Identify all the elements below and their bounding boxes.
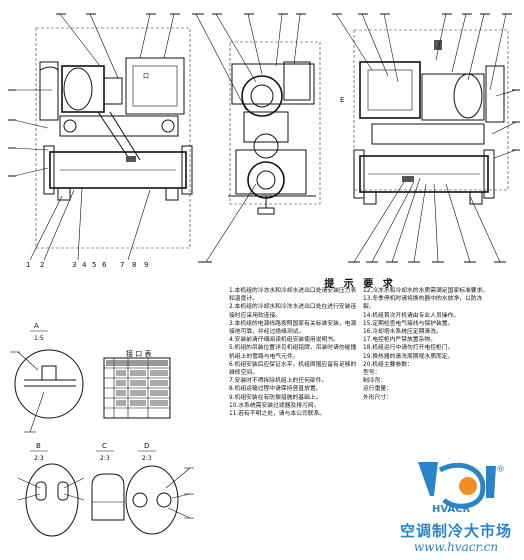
detail-a-scale: 1:5 [34, 335, 44, 342]
logo-cn-name: 空调制冷大市场 [399, 522, 512, 540]
note-line: 8.机组运输过程中请保持竖直放置。 [229, 386, 322, 393]
note-line: 2.本机组的冷却水和冷冻水进出口处在进行安装连接时应采用软连接。 [229, 304, 357, 319]
note-line: 4.安装前请仔细阅读机组安装使用说明书。 [229, 337, 339, 344]
detail-a: A 1:5 [10, 322, 84, 433]
note-line: 3.本机组的电源线路按照国家有关标准安装，电源接地可靠，并经过绝缘测试。 [229, 320, 357, 336]
note-line: 1.本机组的冷冻水和冷却水进出口处请安装压力表和温度计。 [229, 288, 357, 303]
detail-d: D 2:3 [125, 442, 194, 535]
svg-text:口: 口 [143, 73, 149, 80]
callout-7: 7 [120, 261, 124, 269]
callout-8: 8 [132, 261, 136, 269]
detail-c: C 2:3 [91, 442, 125, 521]
note-line: 19.换热器的清洗周期视水质而定。 [363, 353, 454, 360]
detail-c-label: C [102, 442, 107, 450]
side-view [192, 13, 321, 263]
note-line: 5.机组的吊装位置详见机组铭牌，吊装时请勿碰撞机组上的管路与电气元件。 [229, 345, 357, 360]
callout-3: 3 [72, 261, 76, 269]
hvacr-logo-graphic: ® HVACR [418, 462, 505, 515]
detail-d-scale: 2:3 [142, 455, 152, 462]
technical-notes: 提 示 要 求 1.本机组的冷冻水和冷却水进出口处请安装压力表和温度计。2.本机… [229, 275, 491, 417]
note-line: 运行重量： [363, 386, 392, 393]
callout-2: 2 [40, 261, 44, 269]
note-line: 13.冬季停机时请将换热器中的水放净，以防冻裂。 [363, 296, 483, 311]
registered-mark: ® [496, 465, 505, 475]
note-line: 10.水系统需安装过滤器及排污阀。 [229, 402, 320, 409]
front-view: 口 [8, 13, 193, 269]
note-line: 制冷剂： [363, 378, 387, 385]
logo-url: www.hvacr.cn [413, 540, 499, 554]
callout-5: 5 [92, 261, 96, 269]
note-line: 17.电控柜内严禁放置杂物。 [363, 337, 436, 344]
detail-c-scale: 2:3 [100, 455, 110, 462]
detail-d-label: D [144, 442, 149, 450]
note-line: 12.冷冻水和冷却水的水质需满足国家标准要求。 [363, 288, 489, 294]
note-line: 9.机组安装在有防振措施的基础上。 [229, 394, 322, 401]
table-title: 接 口 表 [126, 349, 151, 358]
note-line: 15.定期检查电气接线与保护装置。 [363, 320, 454, 327]
note-line: 18.机组运行中请勿打开电控柜门。 [363, 345, 454, 352]
notes-left-column: 1.本机组的冷冻水和冷却水进出口处请安装压力表和温度计。2.本机组的冷却水和冷冻… [229, 287, 357, 418]
callout-6: 6 [102, 261, 107, 269]
hvacr-logo: 空调制冷大市场 www.hvacr.cn [393, 456, 521, 558]
rear-view: E [332, 13, 520, 263]
note-line: 6.机组安装后应保证水平，机组周围应留有足够的维修空间。 [229, 361, 357, 377]
note-line: 16.冷却塔水系统应定期清洗。 [363, 329, 442, 336]
section-mark-e: E [340, 96, 344, 104]
callout-9: 9 [144, 261, 148, 269]
interface-table: 接 口 表 [103, 349, 171, 419]
detail-b: B 2:3 [17, 442, 85, 537]
note-line: 型号： [363, 370, 381, 377]
callout-4: 4 [82, 261, 87, 269]
note-line: 外形尺寸： [363, 394, 392, 401]
notes-title: 提 示 要 求 [324, 279, 396, 290]
detail-b-label: B [36, 442, 41, 450]
notes-right-column: 12.冷冻水和冷却水的水质需满足国家标准要求。 13.冬季停机时请将换热器中的水放… [363, 287, 491, 402]
detail-a-label: A [34, 322, 39, 330]
note-line: 20.机组主要参数： [363, 361, 413, 368]
note-line: 7.安装时不得拆除机组上的任何部件。 [229, 378, 328, 385]
note-line: 11.若有不明之处，请与本公司联系。 [229, 411, 326, 418]
callout-1: 1 [26, 261, 30, 269]
brand-name: HVACR [432, 504, 471, 515]
detail-b-scale: 2:3 [34, 455, 44, 462]
note-line: 14.机组首次开机请由专业人员操作。 [363, 312, 460, 319]
